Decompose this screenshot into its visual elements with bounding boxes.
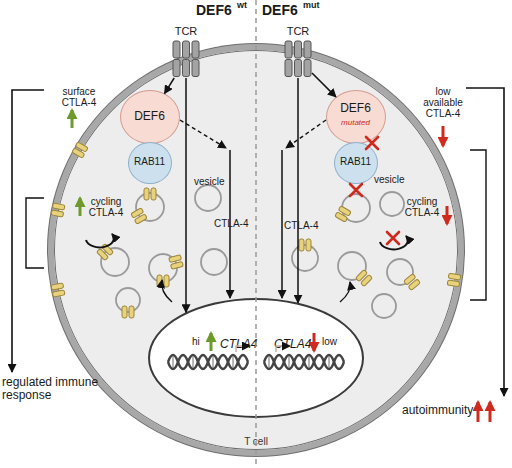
receptor-chain [183,60,190,77]
annotation: surface CTLA-4 [56,86,102,108]
signal-arrow [185,78,187,312]
increase-arrow [477,402,480,422]
receptor-chain [173,60,180,77]
node-text: T cell [54,436,458,447]
node-text: DEF6 [121,110,178,123]
increase-arrow [489,402,492,422]
outcome-bracket [466,88,504,396]
signal-arrow [312,73,336,97]
part-label: vesicle [374,174,405,185]
receptor-shape [172,40,200,78]
increase-arrow [71,110,74,128]
node-text: low [322,336,337,347]
panel-title: DEF6 [196,3,232,18]
node-text: DEF6 [327,102,384,115]
part-label: CTLA-4 [214,218,248,229]
panel-title: DEF6 [262,3,298,18]
decrease-arrow [442,126,445,146]
outcome-bracket [12,90,44,372]
receptor-shape [284,40,312,78]
rab11-protein: RAB11 [128,142,172,184]
outcome-label: autoimmunity [402,404,473,417]
annotation: cycling CTLA-4 [84,196,128,218]
node-text: RAB11 [335,156,376,167]
part-label: CTLA-4 [284,220,318,231]
receptor-chain [304,41,311,58]
tcr-receptor: TCR [172,40,200,78]
receptor-chain [173,41,180,58]
receptor-chain [192,60,199,77]
receptor-chain [192,41,199,58]
annotation: cycling CTLA-4 [400,196,444,218]
outcome-label: regulated immune response [2,376,102,402]
node-text: RAB11 [129,156,170,167]
def6-protein: DEF6 [120,90,180,144]
node-text: TCR [166,25,206,37]
annotation: low available CTLA-4 [420,86,466,119]
node-text: CTLA4 [220,338,257,351]
nucleus: hi CTLA4 CTLA4 low [148,298,364,418]
inner-bracket [26,198,44,268]
node-text: TCR [278,25,318,37]
node-text: hi [192,336,200,347]
inner-bracket [470,150,486,300]
receptor-chain [285,41,292,58]
cell-membrane: T cell DEF6RAB11 DEF6 mutatedRAB11 hi CTLA4 CT… [48,44,464,456]
receptor-chain [304,60,311,77]
receptor-chain [183,41,190,58]
node-text: mutated [327,119,384,128]
def6-protein: DEF6 mutated [326,90,386,144]
superscript: mut [303,1,320,11]
signal-arrow [165,78,175,93]
node-text: CTLA4 [274,338,311,351]
superscript: wt [237,1,247,11]
rab11-protein: RAB11 [334,142,378,184]
tcr-receptor: TCR [284,40,312,78]
part-label: vesicle [194,176,225,187]
signal-arrow [297,78,299,303]
receptor-chain [285,60,292,77]
receptor-chain [295,60,302,77]
receptor-chain [295,41,302,58]
